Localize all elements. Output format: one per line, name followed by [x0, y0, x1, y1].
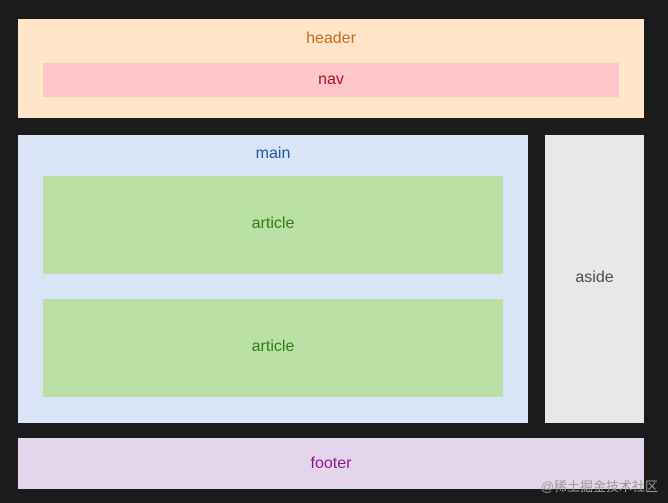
main-block: main article article	[18, 135, 528, 423]
aside-label: aside	[575, 269, 614, 286]
footer-label: footer	[310, 455, 352, 472]
aside-block: aside	[545, 135, 644, 423]
article-block: article	[43, 176, 503, 274]
watermark: @稀土掘金技术社区	[540, 479, 658, 494]
main-label: main	[255, 145, 291, 162]
article-label: article	[251, 338, 295, 355]
footer-block: footer	[18, 438, 644, 489]
header-label: header	[306, 30, 356, 47]
nav-block: nav	[43, 63, 619, 97]
header-block: header nav	[18, 19, 644, 118]
article-block: article	[43, 299, 503, 397]
article-label: article	[251, 215, 295, 232]
nav-label: nav	[318, 71, 344, 88]
